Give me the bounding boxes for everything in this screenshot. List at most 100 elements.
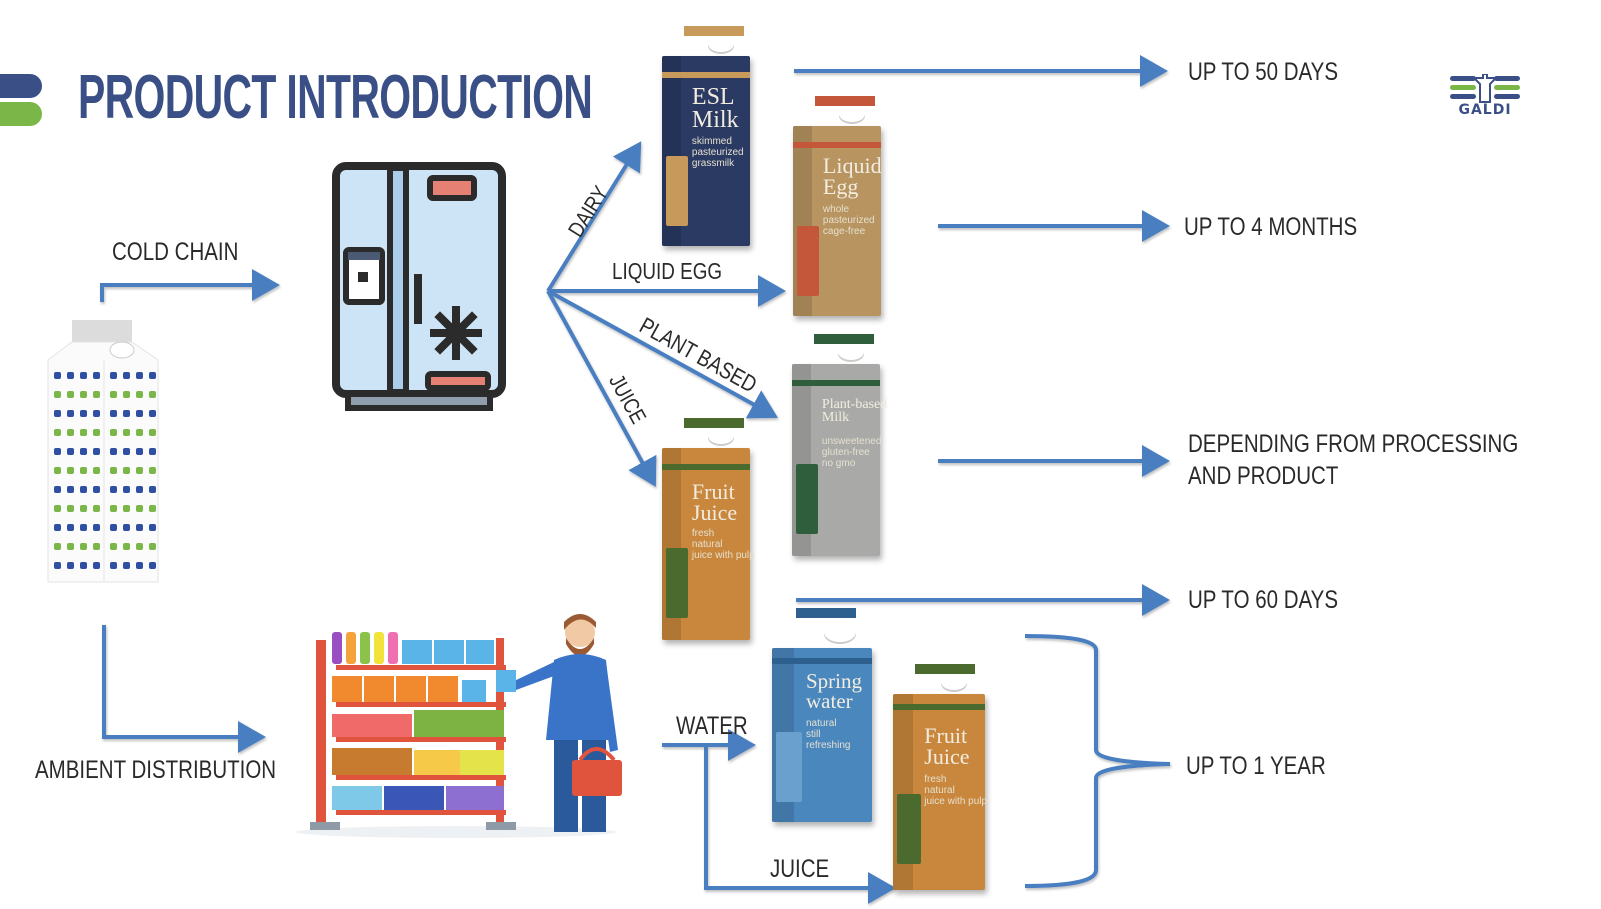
carton-cap <box>824 622 856 642</box>
bracket-ambient <box>1024 634 1171 888</box>
plant-based-milk-carton: Plant-based Milk unsweetened gluten-free… <box>792 334 887 556</box>
carton-pattern-glyph <box>80 524 87 531</box>
carton-pattern-glyph <box>123 562 130 569</box>
shelf-life-ambient: UP TO 1 YEAR <box>1186 752 1326 780</box>
arrow-cold-chain <box>100 269 280 302</box>
carton-pattern-glyph <box>149 391 156 398</box>
shelf-life-liquid-egg: UP TO 4 MONTHS <box>1184 213 1358 241</box>
carton-pattern-glyph <box>93 372 100 379</box>
carton-pattern-glyph <box>123 524 130 531</box>
carton-pattern-glyph <box>149 505 156 512</box>
carton-pattern-glyph <box>123 429 130 436</box>
carton-pattern-glyph <box>123 448 130 455</box>
carton-pattern-glyph <box>54 429 61 436</box>
carton-pattern-glyph <box>136 391 143 398</box>
carton-pattern-glyph <box>93 467 100 474</box>
carton-pattern-glyph <box>67 372 74 379</box>
carton-pattern-glyph <box>110 505 117 512</box>
carton-pattern-glyph <box>149 429 156 436</box>
carton-pattern-glyph <box>67 467 74 474</box>
carton-pattern-glyph <box>54 562 61 569</box>
arrow-ambient <box>102 625 266 753</box>
carton-pattern-glyph <box>149 486 156 493</box>
carton-product-name: Plant-based Milk <box>821 397 888 426</box>
carton-product-description: unsweetened gluten-free no gmo <box>821 436 882 469</box>
carton-pattern-glyph <box>149 410 156 417</box>
carton-pattern-glyph <box>80 410 87 417</box>
carton-pattern-glyph <box>149 562 156 569</box>
carton-top-flag <box>915 664 975 674</box>
carton-pattern-glyph <box>110 562 117 569</box>
carton-pattern-glyph <box>136 524 143 531</box>
carton-pattern-glyph <box>149 543 156 550</box>
carton-pattern-glyph <box>54 410 61 417</box>
shelf-life-plant-based-line1: DEPENDING FROM PROCESSING <box>1188 430 1519 458</box>
carton-pattern-glyph <box>80 448 87 455</box>
carton-pattern-glyph <box>110 391 117 398</box>
carton-pattern-glyph <box>93 391 100 398</box>
galdi-logo: GALDI <box>1450 73 1520 120</box>
patterned-carton-icon <box>47 320 159 583</box>
carton-product-description: whole pasteurized cage-free <box>822 204 875 237</box>
water-branch-label: WATER <box>676 712 748 740</box>
carton-top-flag <box>684 418 744 428</box>
carton-pattern-glyph <box>93 562 100 569</box>
carton-pattern-glyph <box>93 505 100 512</box>
carton-pattern-glyph <box>67 448 74 455</box>
ambient-juice-branch-label: JUICE <box>770 855 830 883</box>
carton-pattern-glyph <box>80 505 87 512</box>
carton-product-description: fresh natural juice with pulp <box>924 774 988 807</box>
carton-pattern-glyph <box>149 372 156 379</box>
carton-pattern-glyph <box>80 467 87 474</box>
carton-product-description: fresh natural juice with pulp <box>691 528 755 561</box>
carton-pattern-glyph <box>54 543 61 550</box>
carton-pattern-glyph <box>80 543 87 550</box>
carton-pattern-glyph <box>54 448 61 455</box>
esl-milk-carton: ESL Milk skimmed pasteurized grassmilk <box>662 26 750 246</box>
carton-pattern-glyph <box>149 524 156 531</box>
liquid-egg-branch-label: LIQUID EGG <box>612 258 723 284</box>
carton-cap <box>708 36 734 52</box>
carton-pattern-glyph <box>123 505 130 512</box>
carton-pattern-glyph <box>136 467 143 474</box>
carton-pattern-glyph <box>110 543 117 550</box>
carton-pattern-glyph <box>80 486 87 493</box>
carton-pattern-glyph <box>123 486 130 493</box>
carton-pattern-glyph <box>80 429 87 436</box>
liquid-egg-carton: Liquid Egg whole pasteurized cage-free <box>793 96 882 316</box>
carton-product-description: skimmed pasteurized grassmilk <box>691 136 744 169</box>
carton-pattern-glyph <box>67 410 74 417</box>
ambient-distribution-label: AMBIENT DISTRIBUTION <box>35 756 277 784</box>
galdi-logo-icon <box>1450 73 1520 103</box>
carton-pattern-glyph <box>93 429 100 436</box>
shelf-life-juice: UP TO 60 DAYS <box>1188 586 1339 614</box>
carton-cap <box>838 344 864 360</box>
carton-pattern-glyph <box>123 543 130 550</box>
carton-pattern-glyph <box>80 372 87 379</box>
carton-pattern-glyph <box>54 391 61 398</box>
cold-chain-label: COLD CHAIN <box>112 238 239 266</box>
carton-product-name: Spring water <box>806 669 863 713</box>
carton-pattern-glyph <box>93 543 100 550</box>
carton-pattern-glyph <box>136 486 143 493</box>
carton-top-flag <box>815 96 875 106</box>
carton-pattern-glyph <box>67 429 74 436</box>
carton-pattern-glyph <box>80 391 87 398</box>
carton-pattern-glyph <box>110 486 117 493</box>
carton-pattern-glyph <box>110 429 117 436</box>
carton-pattern-glyph <box>136 562 143 569</box>
galdi-logo-text: GALDI <box>1458 102 1512 118</box>
carton-product-name: Fruit Juice <box>691 479 738 525</box>
arrow-plant-based-branch <box>547 289 779 419</box>
carton-pattern-glyph <box>110 410 117 417</box>
carton-product-name: ESL Milk <box>691 84 739 133</box>
spring-water-carton: Spring water natural still refreshing <box>772 608 872 822</box>
carton-pattern-glyph <box>67 391 74 398</box>
carton-pattern-glyph <box>67 524 74 531</box>
arrow-dairy-branch <box>546 141 642 293</box>
carton-pattern-glyph <box>149 467 156 474</box>
carton-pattern-glyph <box>123 410 130 417</box>
carton-pattern-glyph <box>93 524 100 531</box>
carton-pattern-glyph <box>110 448 117 455</box>
